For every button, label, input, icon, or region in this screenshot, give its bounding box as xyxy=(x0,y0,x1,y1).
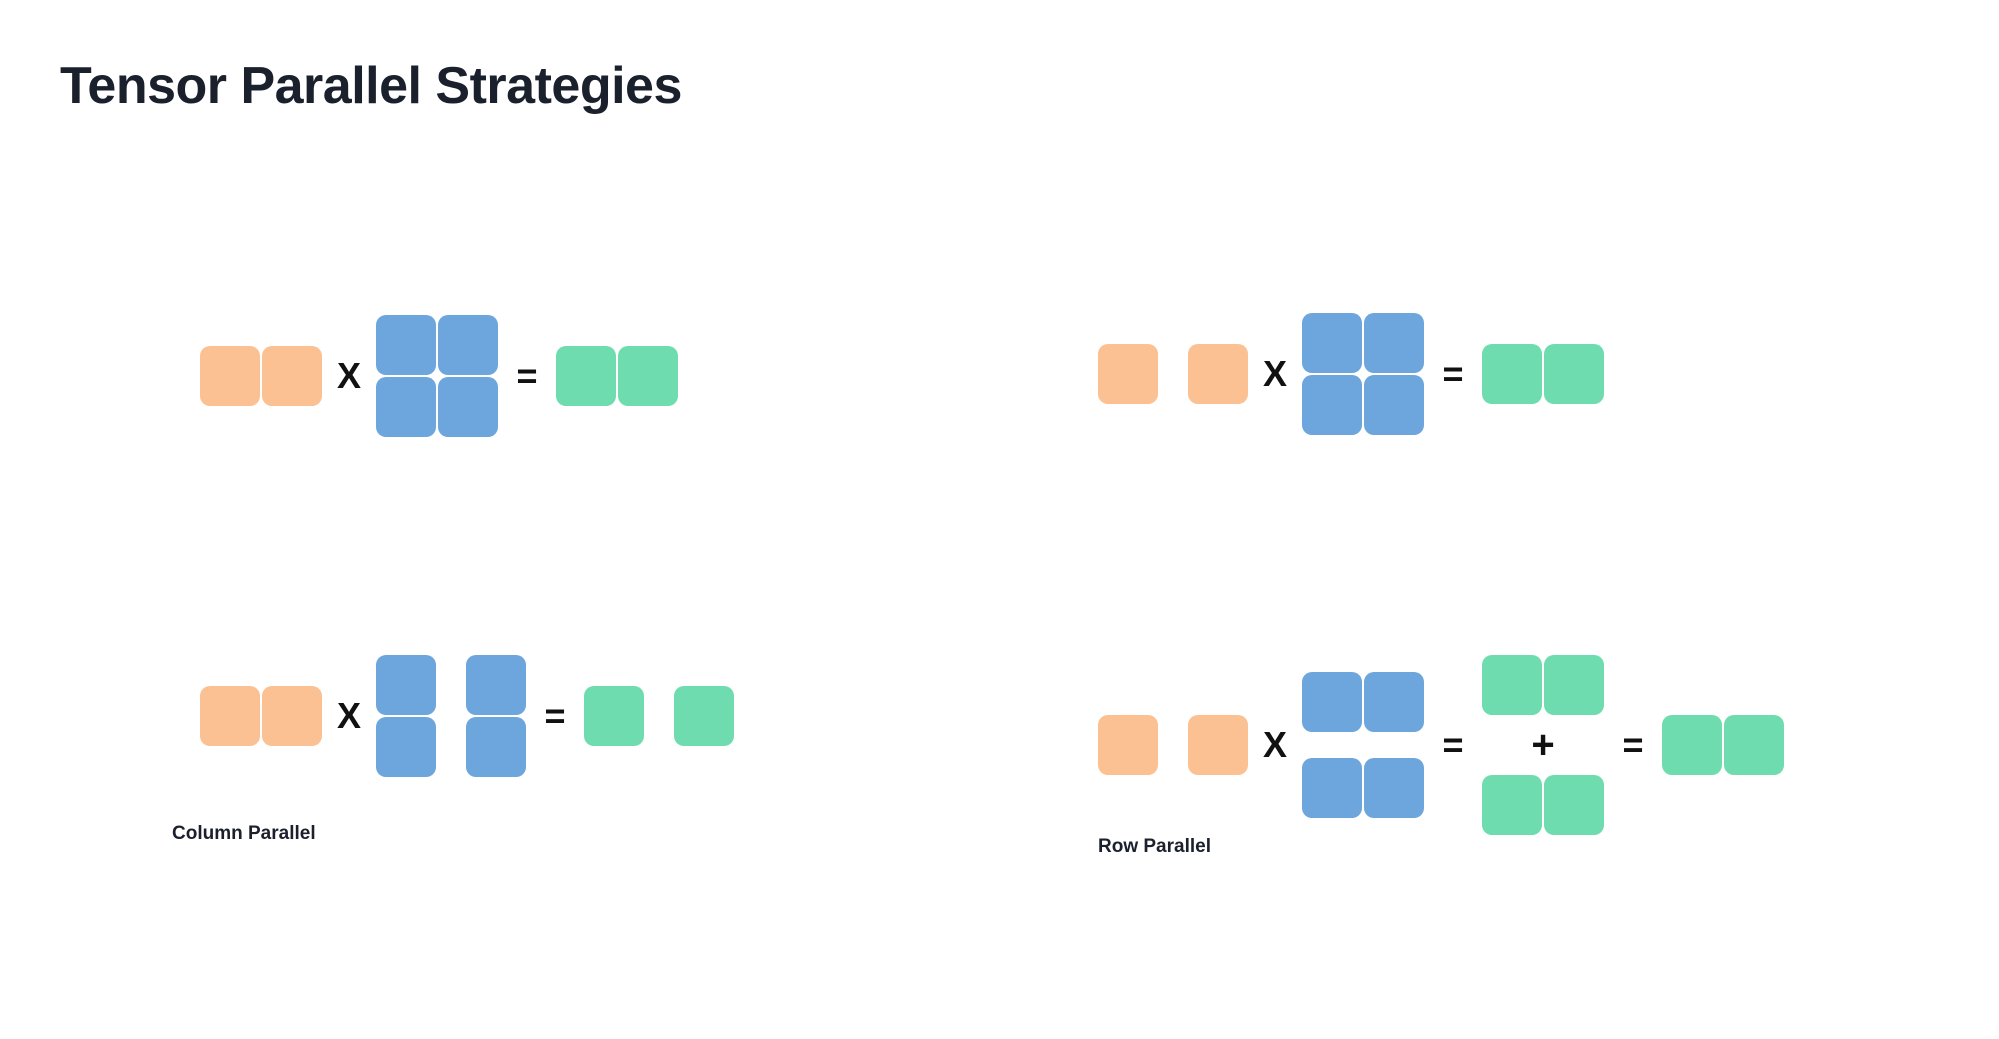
row-parallel-unsharded-equation: X = xyxy=(1098,313,1604,435)
blue-block xyxy=(376,717,436,777)
output-activations-green xyxy=(1482,344,1604,404)
orange-block xyxy=(1098,715,1158,775)
orange-block xyxy=(1188,344,1248,404)
orange-block xyxy=(262,686,322,746)
weight-matrix-blue-column-split xyxy=(376,655,526,777)
multiply-operator: X xyxy=(1262,724,1287,765)
weight-matrix-blue-full xyxy=(1302,313,1424,435)
green-block xyxy=(1662,715,1722,775)
input-activations-orange xyxy=(200,686,322,746)
blue-block xyxy=(1302,758,1362,818)
column-parallel-sharded-equation: X = xyxy=(200,655,734,777)
reduced-output-green xyxy=(1662,715,1784,775)
orange-block xyxy=(1098,344,1158,404)
green-block xyxy=(1482,344,1542,404)
caption-row-parallel: Row Parallel xyxy=(1098,836,1211,857)
green-block xyxy=(584,686,644,746)
orange-block xyxy=(200,346,260,406)
caption-column-parallel: Column Parallel xyxy=(172,823,316,844)
blue-block xyxy=(376,315,436,375)
green-block xyxy=(618,346,678,406)
green-block xyxy=(1482,655,1542,715)
blue-block xyxy=(438,315,498,375)
row-parallel-sharded-equation: X = + = xyxy=(1098,655,1784,835)
blue-block xyxy=(376,377,436,437)
orange-block xyxy=(200,686,260,746)
plus-operator: + xyxy=(1531,723,1555,767)
page-title: Tensor Parallel Strategies xyxy=(60,57,682,115)
blue-block xyxy=(1302,672,1362,732)
multiply-operator: X xyxy=(1262,353,1287,394)
equals-operator: = xyxy=(1442,724,1464,765)
green-block xyxy=(1544,655,1604,715)
blue-block xyxy=(1302,313,1362,373)
input-activations-orange-split xyxy=(1098,344,1248,404)
output-activations-green-column-split xyxy=(584,686,734,746)
column-parallel-unsharded-equation: X = xyxy=(200,315,678,437)
blue-block xyxy=(466,655,526,715)
multiply-operator: X xyxy=(336,695,361,736)
green-block xyxy=(556,346,616,406)
equals-operator: = xyxy=(544,695,566,736)
green-block xyxy=(1544,344,1604,404)
green-block xyxy=(1544,775,1604,835)
partial-sums-green-group: + xyxy=(1482,655,1604,835)
multiply-operator: X xyxy=(336,355,361,396)
input-activations-orange-split xyxy=(1098,715,1248,775)
blue-block xyxy=(1364,375,1424,435)
blue-block xyxy=(1302,375,1362,435)
partial-sum-green-top xyxy=(1482,655,1604,715)
green-block xyxy=(1482,775,1542,835)
partial-sum-green-bottom xyxy=(1482,775,1604,835)
green-block xyxy=(1724,715,1784,775)
equals-operator: = xyxy=(1442,353,1464,394)
green-block xyxy=(674,686,734,746)
orange-block xyxy=(262,346,322,406)
blue-block xyxy=(1364,313,1424,373)
orange-block xyxy=(1188,715,1248,775)
blue-block xyxy=(466,717,526,777)
blue-block xyxy=(1364,758,1424,818)
blue-block xyxy=(438,377,498,437)
weight-matrix-blue-row-split xyxy=(1302,672,1424,818)
output-activations-green xyxy=(556,346,678,406)
equals-operator: = xyxy=(1622,724,1644,765)
input-activations-orange xyxy=(200,346,322,406)
blue-block xyxy=(1364,672,1424,732)
weight-matrix-blue-full xyxy=(376,315,498,437)
blue-block xyxy=(376,655,436,715)
equals-operator: = xyxy=(516,355,538,396)
